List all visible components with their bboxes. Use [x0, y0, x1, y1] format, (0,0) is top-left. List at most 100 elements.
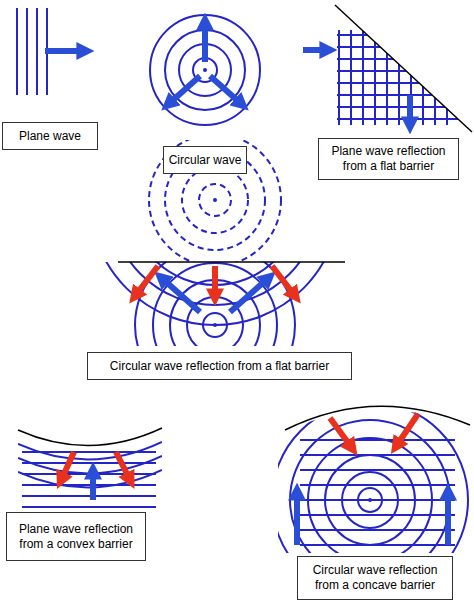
barrier [285, 406, 470, 430]
plane-wavefronts [18, 442, 162, 507]
caption-box: Circular wave [163, 146, 247, 174]
caption-text: Circular wave reflection from a flat bar… [110, 359, 329, 374]
caption-text: Plane wave reflection from a flat barrie… [323, 144, 454, 174]
wave-grid [422, 20, 424, 125]
wave-grid [410, 20, 412, 125]
direction-arrow [294, 497, 300, 545]
direction-arrow [90, 476, 96, 500]
caption-text: Circular wave reflection from a concave … [302, 563, 448, 593]
image-source [213, 198, 217, 202]
barrier [118, 261, 345, 263]
direction-arrow [303, 47, 323, 53]
plane-wavefronts [36, 8, 38, 95]
caption-text: Plane wave reflection from a convex barr… [11, 522, 141, 552]
image-wavefronts [199, 184, 231, 216]
direction-arrow [90, 476, 96, 500]
wave-source [213, 323, 217, 327]
direction-arrow [45, 48, 80, 54]
barrier [335, 5, 472, 132]
direction-arrow [45, 48, 80, 54]
image-wavefronts [165, 150, 265, 250]
reflected-arrow [63, 452, 128, 476]
circular-wavefronts [300, 454, 455, 456]
caption-box: Plane wave [2, 122, 98, 150]
wave-source [368, 498, 372, 502]
circular-wavefronts [300, 499, 455, 501]
caption-text: Plane wave [19, 129, 81, 144]
caption-box: Plane wave reflection from a flat barrie… [318, 138, 459, 180]
wave-grid [337, 94, 460, 96]
direction-arrow [230, 281, 265, 312]
plane-wavefronts [26, 8, 28, 95]
direction-arrow [172, 76, 200, 101]
caption-box: Circular wave reflection from a flat bar… [87, 352, 352, 380]
direction-arrow [445, 497, 451, 545]
barrier [18, 428, 162, 446]
reflected-arrow [138, 266, 292, 292]
circular-wavefronts [150, 15, 260, 125]
direction-arrow [297, 497, 448, 545]
barrier [285, 406, 470, 430]
image-source [213, 198, 217, 202]
wave-source [368, 498, 372, 502]
direction-arrow [303, 50, 410, 120]
circular-wavefronts [95, 262, 340, 325]
plane-wavefronts [18, 442, 162, 460]
circular-wavefronts [110, 262, 320, 305]
reflected-arrow [330, 418, 349, 444]
direction-arrow [202, 27, 208, 62]
image-wavefronts [149, 140, 281, 262]
circular-wavefronts [300, 514, 455, 516]
plane-wavefronts [22, 506, 156, 508]
wave-grid [337, 58, 460, 60]
circular-wavefronts [300, 529, 455, 531]
wave-grid [434, 20, 436, 125]
direction-arrow [165, 281, 200, 312]
caption-text: Circular wave [169, 153, 242, 168]
caption-box: Plane wave reflection from a convex barr… [6, 512, 146, 561]
plane-wavefronts [22, 484, 156, 486]
reflected-arrow [116, 452, 128, 476]
wave-source [213, 323, 217, 327]
circular-wavefronts [150, 15, 260, 125]
wave-source [203, 68, 207, 72]
wave-grid [337, 118, 460, 120]
wave-grid [337, 34, 460, 36]
direction-arrow [407, 95, 413, 120]
barrier [18, 428, 162, 446]
wave-grid [337, 70, 460, 72]
reflected-arrow [272, 266, 292, 292]
barrier [118, 261, 345, 263]
direction-arrow [172, 27, 238, 101]
image-wavefronts [182, 167, 248, 233]
plane-wavefronts [17, 8, 47, 95]
reflected-arrow [138, 266, 158, 292]
caption-box: Circular wave reflection from a concave … [297, 556, 453, 600]
wave-grid [337, 46, 460, 48]
image-wavefronts [149, 140, 281, 262]
circular-wavefronts [300, 484, 455, 486]
plane-wavefronts [16, 8, 18, 95]
reflected-arrow [399, 414, 418, 442]
wave-grid [386, 20, 388, 125]
wave-grid [398, 20, 400, 125]
plane-wavefronts [22, 495, 156, 497]
plane-wavefronts [22, 462, 156, 464]
wave-source [203, 68, 207, 72]
direction-arrow [210, 76, 238, 101]
wave-grid [337, 106, 460, 108]
barrier [335, 5, 472, 132]
wave-grid [337, 20, 460, 125]
reflected-arrow [212, 266, 218, 292]
reflected-arrow [63, 452, 74, 476]
circular-wavefronts [300, 469, 455, 471]
circular-wavefronts [300, 439, 455, 441]
wave-grid [374, 20, 376, 125]
plane-wavefronts [18, 456, 162, 474]
reflected-arrow [330, 414, 418, 444]
wave-grid [337, 82, 460, 84]
circular-wavefronts [300, 544, 455, 546]
circular-wavefronts [95, 262, 340, 346]
